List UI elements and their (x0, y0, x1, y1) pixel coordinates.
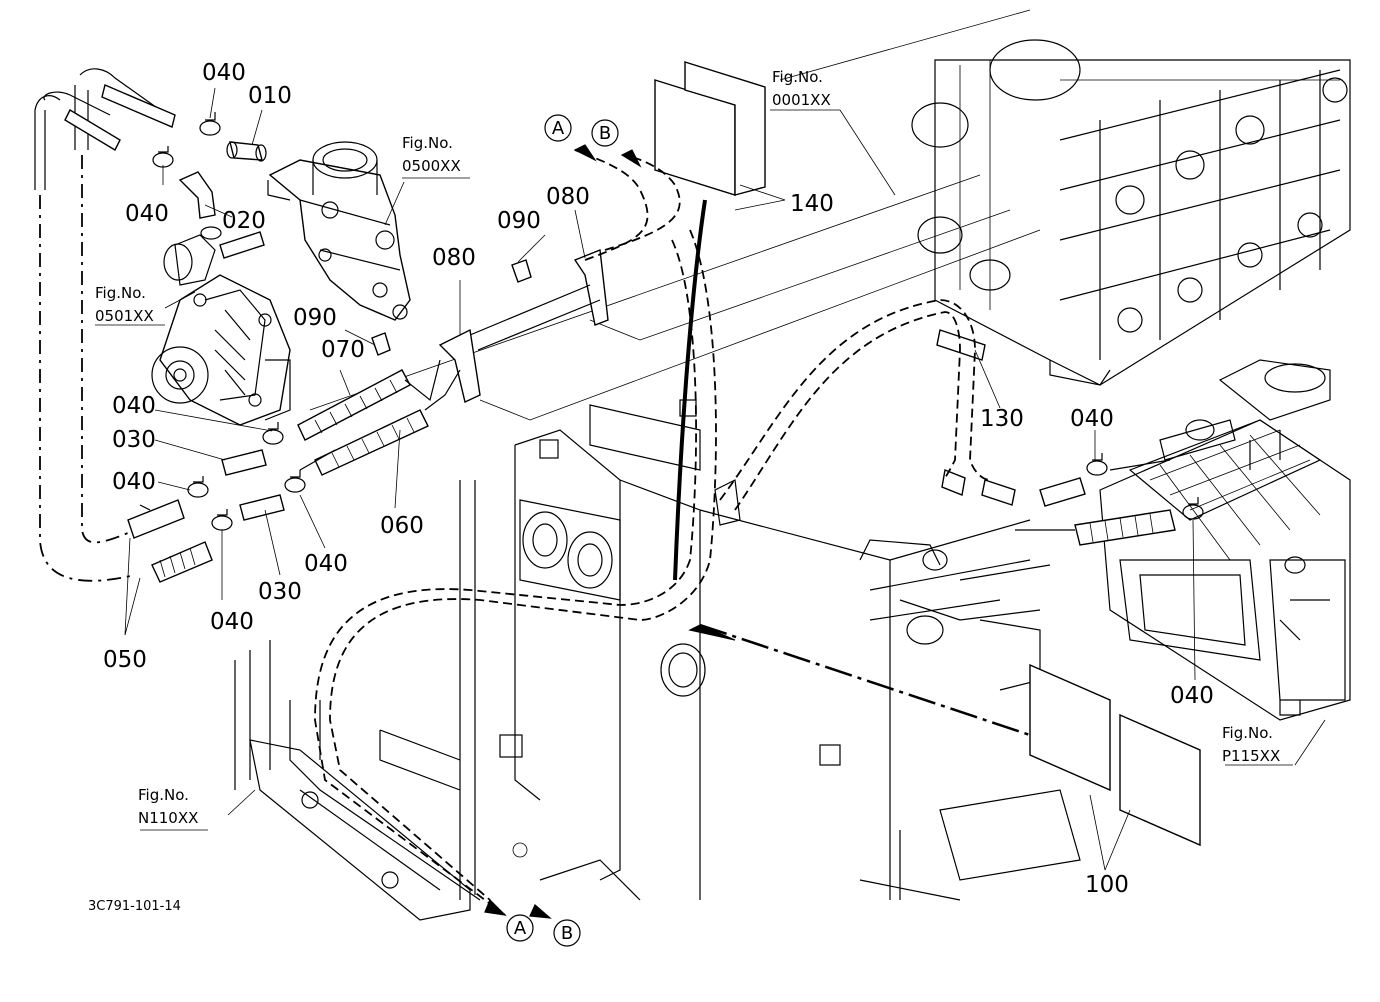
fig-ref-0001: 0001XX (772, 91, 831, 109)
callout-060: 060 (380, 513, 424, 539)
callout-070: 070 (321, 337, 365, 363)
fig-ref-p115: P115XX (1222, 747, 1280, 765)
thermostat-housing (267, 141, 411, 321)
callout-080-b: 080 (546, 184, 590, 210)
callout-140: 140 (790, 191, 834, 217)
callout-040-c: 040 (112, 393, 156, 419)
fig-label-0500: Fig.No. (402, 134, 453, 152)
hose-parts (127, 61, 1204, 847)
connector-b-top-circle (591, 119, 619, 147)
radiator-assembly (1099, 359, 1351, 721)
connector-a-bottom: A (514, 918, 527, 939)
callout-010: 010 (248, 83, 292, 109)
callout-130: 130 (980, 406, 1024, 432)
callout-040-d: 040 (112, 469, 156, 495)
figure-references: Fig.No. 0500XX Fig.No. 0501XX Fig.No. 00… (95, 68, 1280, 827)
connector-b-bottom-circle (553, 919, 581, 947)
fig-ref-0500: 0500XX (402, 157, 461, 175)
connector-a-top: A (552, 118, 565, 139)
connector-a-bottom-circle (506, 914, 534, 942)
callout-080-a: 080 (432, 245, 476, 271)
fig-label-n110: Fig.No. (138, 786, 189, 804)
callout-040-b: 040 (125, 201, 169, 227)
connector-b-bottom: B (561, 923, 573, 944)
engine-block (911, 39, 1351, 386)
callout-030-b: 030 (258, 579, 302, 605)
drawing-code: 3C791-101-14 (88, 899, 181, 914)
connector-b-top: B (599, 123, 611, 144)
fig-label-0001: Fig.No. (772, 68, 823, 86)
frame-body (234, 399, 1081, 921)
callout-090-a: 090 (293, 305, 337, 331)
callout-020: 020 (222, 208, 266, 234)
bypass-hoses (34, 68, 176, 582)
callout-labels: 040 010 040 020 040 030 040 040 030 040 … (103, 60, 1214, 898)
callout-040-g: 040 (1070, 406, 1114, 432)
callout-040-f: 040 (304, 551, 348, 577)
callout-040-a: 040 (202, 60, 246, 86)
callout-050: 050 (103, 647, 147, 673)
fig-label-0501: Fig.No. (95, 284, 146, 302)
callout-100: 100 (1085, 872, 1129, 898)
fig-ref-n110: N110XX (138, 809, 198, 827)
callout-090-b: 090 (497, 208, 541, 234)
connector-a-top-circle (544, 114, 572, 142)
callout-040-e: 040 (210, 609, 254, 635)
fig-label-p115: Fig.No. (1222, 724, 1273, 742)
connector-markers: A B A B (506, 114, 619, 947)
routing-lines (95, 87, 1326, 919)
fig-ref-0501: 0501XX (95, 307, 154, 325)
callout-040-h: 040 (1170, 683, 1214, 709)
water-pump (151, 226, 291, 426)
callout-030-a: 030 (112, 427, 156, 453)
